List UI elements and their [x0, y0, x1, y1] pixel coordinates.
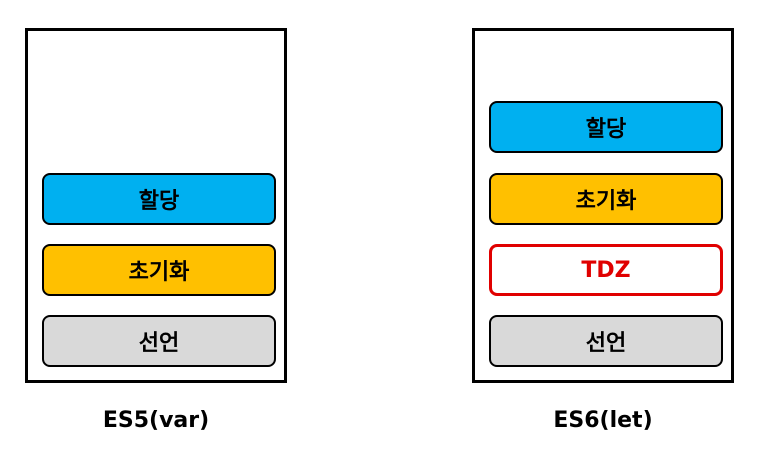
es5-caption: ES5(var) [102, 408, 210, 433]
es6-tdz-label: TDZ [581, 257, 631, 283]
es6-assignment-block: 할당 [489, 101, 723, 153]
es5-initialization-block: 초기화 [42, 244, 276, 296]
es6-tdz-block: TDZ [489, 244, 723, 296]
es5-declaration-block: 선언 [42, 315, 276, 367]
es6-initialization-label: 초기화 [575, 189, 637, 214]
es5-assignment-label: 할당 [138, 189, 180, 214]
es5-declaration-label: 선언 [138, 331, 180, 356]
es6-declaration-label: 선언 [585, 331, 627, 356]
es5-lifecycle-panel: 할당 초기화 선언 [25, 28, 287, 383]
es6-declaration-block: 선언 [489, 315, 723, 367]
es5-initialization-label: 초기화 [128, 260, 190, 285]
es6-initialization-block: 초기화 [489, 173, 723, 225]
es6-lifecycle-panel: 할당 초기화 TDZ 선언 [472, 28, 734, 383]
es6-caption: ES6(let) [553, 408, 653, 433]
es6-assignment-label: 할당 [585, 117, 627, 142]
es5-assignment-block: 할당 [42, 173, 276, 225]
